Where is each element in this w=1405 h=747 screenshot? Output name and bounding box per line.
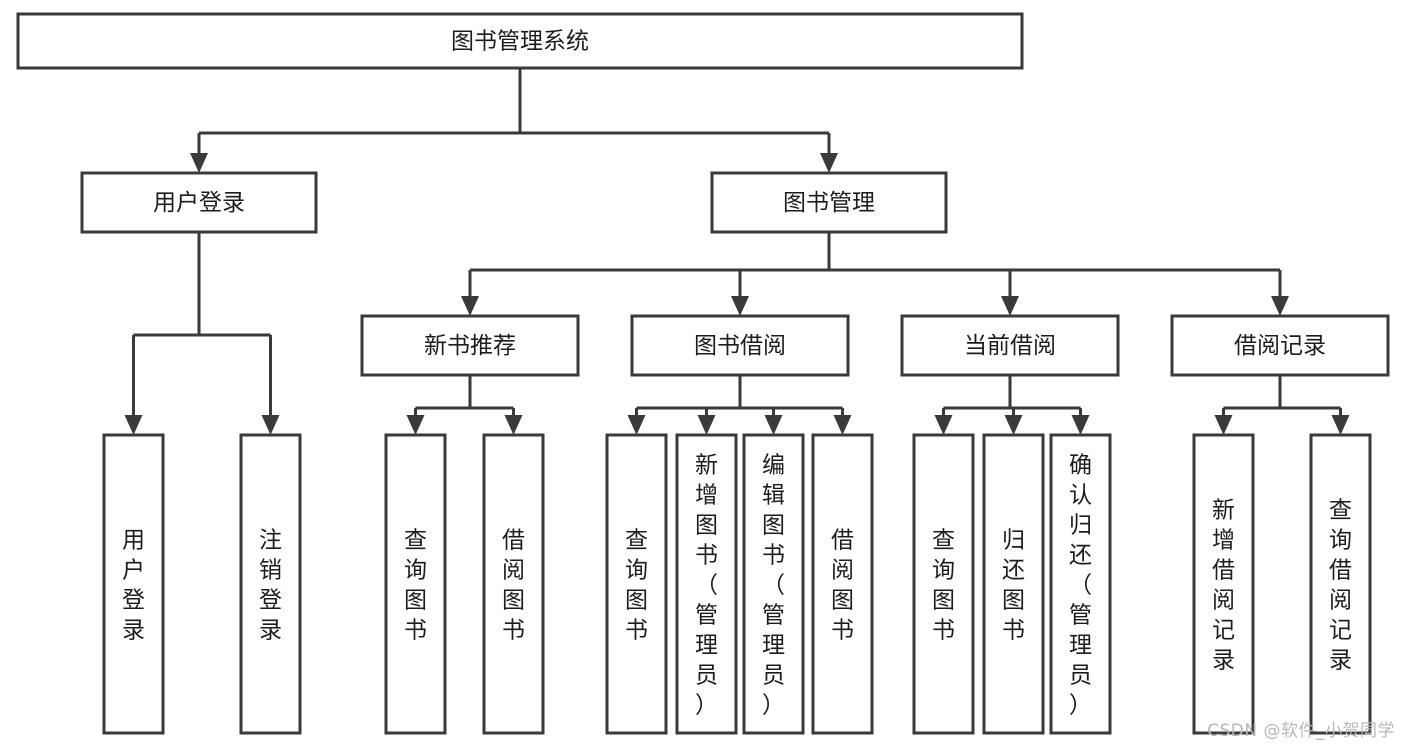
node-box bbox=[482, 433, 545, 735]
node-leaf-borrow-2[interactable]: 新增图书（管理员） bbox=[675, 433, 738, 735]
node-label: 注销登录 bbox=[259, 527, 282, 643]
node-box bbox=[1309, 433, 1372, 735]
node-box bbox=[605, 433, 668, 735]
connector-group-current bbox=[934, 375, 1090, 435]
arrow-head-icon bbox=[627, 415, 646, 435]
node-newbook[interactable]: 新书推荐 bbox=[360, 314, 580, 377]
node-label: 查询图书 bbox=[932, 527, 955, 643]
node-box bbox=[1192, 433, 1255, 735]
arrow-head-icon bbox=[820, 153, 838, 173]
node-label: 当前借阅 bbox=[964, 333, 1056, 359]
node-box bbox=[1170, 314, 1390, 377]
node-label: 借阅图书 bbox=[502, 527, 525, 643]
node-leaf-current-1[interactable]: 查询图书 bbox=[912, 433, 975, 735]
node-box bbox=[982, 433, 1045, 735]
node-box bbox=[900, 314, 1120, 377]
node-leaf-newbook-2[interactable]: 借阅图书 bbox=[482, 433, 545, 735]
arrow-head-icon bbox=[1004, 415, 1023, 435]
node-box bbox=[912, 433, 975, 735]
node-label: 借阅图书 bbox=[831, 527, 854, 643]
node-box bbox=[16, 12, 1024, 70]
arrow-head-icon bbox=[697, 415, 716, 435]
arrow-head-icon bbox=[934, 415, 953, 435]
arrow-head-icon bbox=[833, 415, 852, 435]
connector-group-bookmgmt bbox=[461, 232, 1289, 316]
arrow-head-icon bbox=[1271, 296, 1289, 316]
arrow-head-icon bbox=[1071, 415, 1090, 435]
node-records[interactable]: 借阅记录 bbox=[1170, 314, 1390, 377]
node-box bbox=[675, 433, 738, 735]
node-label: 查询图书 bbox=[625, 527, 648, 643]
node-label: 借阅记录 bbox=[1234, 333, 1326, 359]
arrow-head-icon bbox=[261, 415, 280, 435]
node-leaf-current-3[interactable]: 确认归还（管理员） bbox=[1049, 433, 1112, 735]
node-leaf-borrow-4[interactable]: 借阅图书 bbox=[811, 433, 874, 735]
node-leaf-records-2[interactable]: 查询借阅记录 bbox=[1309, 433, 1372, 735]
arrow-head-icon bbox=[731, 296, 749, 316]
arrow-head-icon bbox=[1214, 415, 1233, 435]
node-label: 确认归还（管理员） bbox=[1069, 452, 1092, 718]
node-current[interactable]: 当前借阅 bbox=[900, 314, 1120, 377]
node-box bbox=[742, 433, 805, 735]
node-leaf-records-1[interactable]: 新增借阅记录 bbox=[1192, 433, 1255, 735]
arrow-head-icon bbox=[1331, 415, 1350, 435]
connector-group-records bbox=[1214, 375, 1350, 435]
node-box bbox=[384, 433, 447, 735]
node-bookmgmt[interactable]: 图书管理 bbox=[710, 171, 948, 234]
node-label: 新增图书（管理员） bbox=[695, 452, 718, 718]
node-box bbox=[239, 433, 302, 735]
node-label: 图书管理 bbox=[783, 190, 875, 216]
node-leaf-login-2[interactable]: 注销登录 bbox=[239, 433, 302, 735]
arrow-head-icon bbox=[504, 415, 523, 435]
connector-group-borrow bbox=[627, 375, 852, 435]
node-leaf-login-1[interactable]: 用户登录 bbox=[102, 433, 165, 735]
arrow-head-icon bbox=[406, 415, 425, 435]
node-label: 查询借阅记录 bbox=[1329, 497, 1352, 673]
arrow-head-icon bbox=[190, 153, 208, 173]
node-box bbox=[360, 314, 580, 377]
node-label: 图书借阅 bbox=[694, 333, 786, 359]
connector-group-login bbox=[124, 232, 280, 435]
node-label: 新增借阅记录 bbox=[1212, 497, 1235, 673]
node-label: 用户登录 bbox=[122, 527, 145, 643]
node-label: 归还图书 bbox=[1002, 527, 1025, 643]
node-leaf-borrow-3[interactable]: 编辑图书（管理员） bbox=[742, 433, 805, 735]
node-box bbox=[710, 171, 948, 234]
node-box bbox=[1049, 433, 1112, 735]
node-box bbox=[811, 433, 874, 735]
node-leaf-borrow-1[interactable]: 查询图书 bbox=[605, 433, 668, 735]
node-label: 图书管理系统 bbox=[451, 29, 589, 55]
csdn-watermark: CSDN @软件_小贺同学 bbox=[1207, 721, 1395, 741]
node-label: 编辑图书（管理员） bbox=[762, 452, 785, 718]
node-label: 新书推荐 bbox=[424, 333, 516, 359]
arrow-head-icon bbox=[1001, 296, 1019, 316]
node-leaf-newbook-1[interactable]: 查询图书 bbox=[384, 433, 447, 735]
node-box bbox=[102, 433, 165, 735]
node-box bbox=[630, 314, 850, 377]
connector-group-root bbox=[190, 68, 838, 173]
node-leaf-current-2[interactable]: 归还图书 bbox=[982, 433, 1045, 735]
arrow-head-icon bbox=[461, 296, 479, 316]
arrow-head-icon bbox=[764, 415, 783, 435]
node-box bbox=[80, 171, 318, 234]
edges-layer bbox=[124, 68, 1350, 435]
node-borrow[interactable]: 图书借阅 bbox=[630, 314, 850, 377]
arrow-head-icon bbox=[124, 415, 143, 435]
node-root[interactable]: 图书管理系统 bbox=[16, 12, 1024, 70]
nodes-layer: 图书管理系统用户登录图书管理新书推荐图书借阅当前借阅借阅记录用户登录注销登录查询… bbox=[16, 12, 1390, 735]
connector-group-newbook bbox=[406, 375, 523, 435]
node-label: 用户登录 bbox=[153, 190, 245, 216]
node-login[interactable]: 用户登录 bbox=[80, 171, 318, 234]
node-label: 查询图书 bbox=[404, 527, 427, 643]
